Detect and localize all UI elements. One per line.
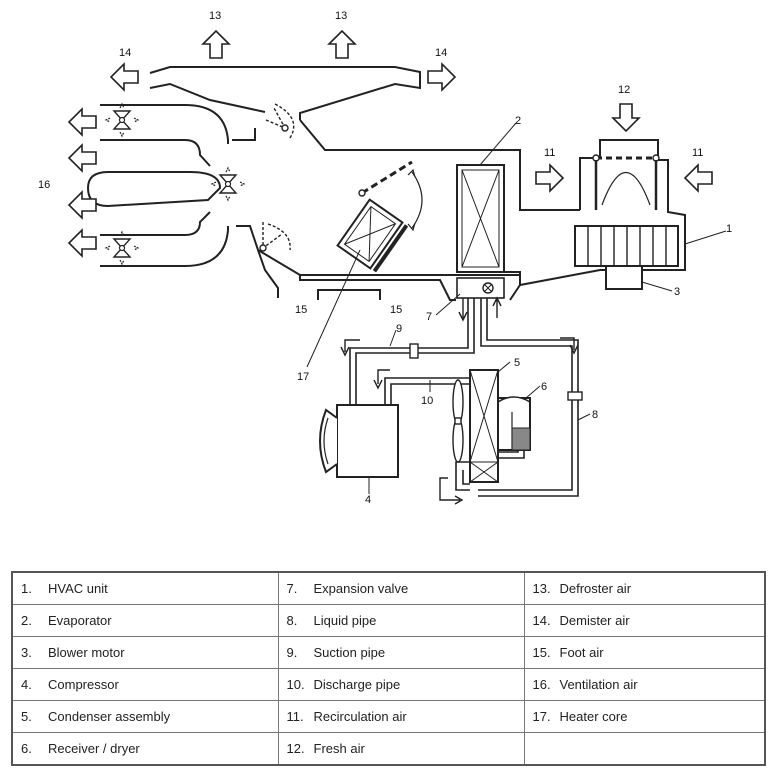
legend-cell: 16. Ventilation air bbox=[523, 668, 766, 701]
legend-cell: 11. Recirculation air bbox=[277, 700, 525, 733]
callout-10: 10 bbox=[421, 395, 433, 407]
legend-cell: 10. Discharge pipe bbox=[277, 668, 525, 701]
legend-number: 7. bbox=[286, 581, 298, 596]
vent-dampers bbox=[105, 103, 295, 265]
legend-row: 5. Condenser assembly 11. Recirculation ai… bbox=[11, 700, 766, 733]
legend-number: 16. bbox=[532, 677, 551, 692]
legend-number: 17. bbox=[532, 709, 551, 724]
legend-cell: 1. HVAC unit bbox=[11, 571, 279, 605]
legend-label: HVAC unit bbox=[48, 581, 108, 596]
callout-8: 8 bbox=[592, 409, 598, 421]
callout-16: 16 bbox=[38, 179, 50, 191]
compressor bbox=[319, 404, 399, 478]
callout-11b: 11 bbox=[692, 147, 703, 159]
callout-15b: 15 bbox=[390, 304, 402, 316]
legend-cell: 15. Foot air bbox=[523, 636, 766, 669]
ventilation-duct bbox=[86, 104, 520, 300]
legend-row: 6. Receiver / dryer 12. Fresh air bbox=[11, 732, 766, 766]
legend-label: Defroster air bbox=[559, 581, 632, 596]
upper-duct bbox=[149, 66, 580, 211]
leader-lines bbox=[306, 122, 727, 494]
legend-cell: 2. Evaporator bbox=[11, 604, 279, 637]
legend-cell: 12. Fresh air bbox=[277, 732, 525, 766]
callout-2: 2 bbox=[515, 115, 521, 127]
callout-3: 3 bbox=[674, 286, 680, 298]
legend-label: Blower motor bbox=[48, 645, 125, 660]
legend-table: 1. HVAC unit 7. Expansion valve 13. Defrost… bbox=[11, 571, 766, 766]
legend-label: Expansion valve bbox=[313, 581, 409, 596]
legend-number: 8. bbox=[286, 613, 298, 628]
legend-cell: 9. Suction pipe bbox=[277, 636, 525, 669]
heater-core bbox=[336, 160, 423, 273]
legend-cell: 4. Compressor bbox=[11, 668, 279, 701]
callout-11a: 11 bbox=[544, 147, 555, 159]
legend-cell: 3. Blower motor bbox=[11, 636, 279, 669]
legend-number: 3. bbox=[21, 645, 32, 660]
legend-cell: 7. Expansion valve bbox=[277, 571, 525, 605]
flow-arrows bbox=[340, 337, 579, 505]
callout-17: 17 bbox=[297, 371, 309, 383]
blower-wheel bbox=[574, 225, 679, 290]
receiver-dryer bbox=[497, 396, 531, 451]
legend-number: 6. bbox=[21, 741, 32, 756]
callout-9: 9 bbox=[396, 323, 402, 335]
callout-13b: 13 bbox=[335, 10, 347, 22]
legend-number: 15. bbox=[532, 645, 551, 660]
legend-number: 14. bbox=[532, 613, 551, 628]
callout-7: 7 bbox=[426, 311, 432, 323]
condenser-fan bbox=[452, 379, 464, 463]
legend-number: 9. bbox=[286, 645, 298, 660]
legend-label: Receiver / dryer bbox=[48, 741, 140, 756]
callout-labels: 1 2 3 4 5 6 7 8 9 10 11 11 12 13 13 14 1… bbox=[38, 10, 732, 506]
legend-number: 12. bbox=[286, 741, 305, 756]
legend-cell: 8. Liquid pipe bbox=[277, 604, 525, 637]
evaporator bbox=[456, 164, 505, 273]
legend-row: 3. Blower motor 9. Suction pipe 15. Foot ai… bbox=[11, 636, 766, 669]
legend-cell: 6. Receiver / dryer bbox=[11, 732, 279, 766]
legend-cell: 13. Defroster air bbox=[523, 571, 766, 605]
callout-6: 6 bbox=[541, 381, 547, 393]
legend-cell: 14. Demister air bbox=[523, 604, 766, 637]
callout-5: 5 bbox=[514, 357, 520, 369]
legend-cell: 17. Heater core bbox=[523, 700, 766, 733]
legend-row: 2. Evaporator 8. Liquid pipe 14. Demister a… bbox=[11, 604, 766, 637]
legend-label: Demister air bbox=[559, 613, 630, 628]
legend-label: Condenser assembly bbox=[48, 709, 171, 724]
condenser bbox=[469, 369, 499, 483]
legend-label: Suction pipe bbox=[313, 645, 386, 660]
hvac-system-diagram: 1 2 3 4 5 6 7 8 9 10 11 11 12 13 13 14 1… bbox=[38, 10, 732, 506]
legend-label: Fresh air bbox=[313, 741, 365, 756]
legend-label: Compressor bbox=[48, 677, 119, 692]
callout-15a: 15 bbox=[295, 304, 307, 316]
legend-number: 10. bbox=[286, 677, 305, 692]
legend-row: 1. HVAC unit 7. Expansion valve 13. Defrost… bbox=[11, 571, 766, 605]
legend-number: 4. bbox=[21, 677, 32, 692]
legend-label: Recirculation air bbox=[313, 709, 407, 724]
legend-cell bbox=[523, 732, 766, 766]
callout-1: 1 bbox=[726, 223, 732, 235]
legend-label: Liquid pipe bbox=[313, 613, 377, 628]
recirc-door bbox=[592, 154, 660, 210]
callout-14b: 14 bbox=[435, 47, 447, 59]
hvac-unit bbox=[299, 139, 686, 301]
legend-label: Evaporator bbox=[48, 613, 112, 628]
callout-12: 12 bbox=[618, 84, 630, 96]
legend-label: Foot air bbox=[559, 645, 604, 660]
callout-13a: 13 bbox=[209, 10, 221, 22]
legend-number: 1. bbox=[21, 581, 32, 596]
legend-label: Heater core bbox=[559, 709, 628, 724]
legend-number: 11. bbox=[286, 709, 304, 724]
legend-number: 2. bbox=[21, 613, 32, 628]
legend-cell: 5. Condenser assembly bbox=[11, 700, 279, 733]
legend-label: Ventilation air bbox=[559, 677, 638, 692]
legend-label: Discharge pipe bbox=[313, 677, 401, 692]
legend-number: 13. bbox=[532, 581, 551, 596]
legend-number: 5. bbox=[21, 709, 32, 724]
callout-14a: 14 bbox=[119, 47, 131, 59]
legend-row: 4. Compressor 10. Discharge pipe 16. Ventil… bbox=[11, 668, 766, 701]
callout-4: 4 bbox=[365, 494, 371, 506]
